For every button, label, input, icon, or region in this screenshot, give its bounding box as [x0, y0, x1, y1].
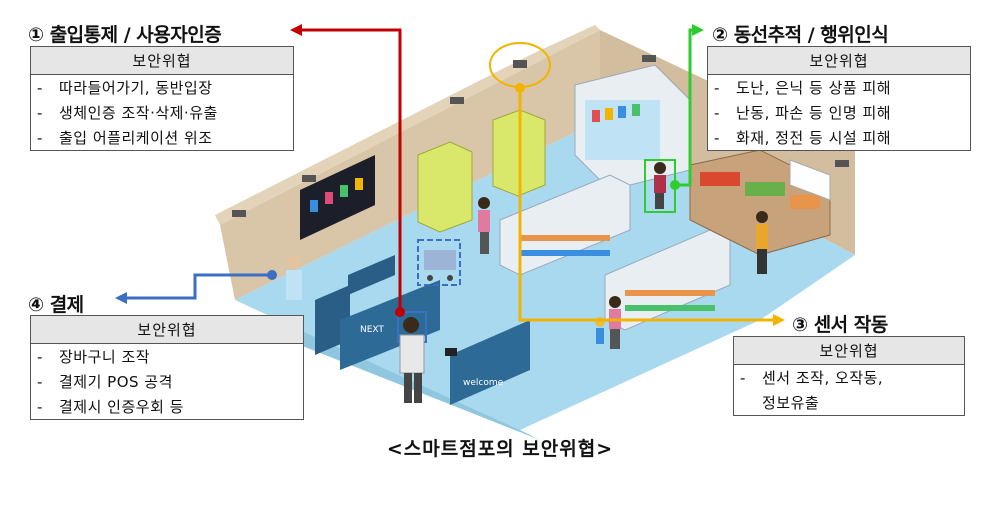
wall-screen	[300, 155, 375, 240]
arrow-payment	[125, 273, 272, 300]
camera-icon	[513, 60, 527, 68]
produce	[790, 195, 820, 209]
payment-gate	[340, 280, 440, 370]
wall-sign	[789, 159, 831, 201]
threat-item: -결제기 POS 공격	[37, 373, 173, 391]
person-shopper	[478, 197, 490, 254]
display-tower	[417, 141, 473, 233]
threat-item: -장바구니 조작	[37, 348, 151, 366]
arrow-head	[692, 24, 704, 36]
camera-icon	[450, 97, 464, 104]
shopping-cart-icon	[417, 239, 461, 286]
threat-item: -출입 어플리케이션 위조	[37, 129, 213, 147]
threat-item: -화재, 정전 등 시설 피해	[714, 129, 892, 147]
shelf-products	[520, 235, 715, 311]
threat-item: -난동, 파손 등 인명 피해	[714, 104, 892, 122]
threat-item: 정보유출	[762, 394, 820, 412]
threat-box-title: 보안위협	[31, 316, 303, 344]
threat-item: -생체인증 조작·삭제·유출	[37, 104, 218, 122]
threat-item: -센서 조작, 오작동,	[740, 369, 884, 387]
arrow-origin	[515, 83, 525, 93]
figure-caption: <스마트점포의 보안위협>	[386, 438, 614, 460]
produce	[700, 172, 740, 186]
screen-product	[310, 200, 318, 212]
gate-label: NEXT	[360, 325, 384, 335]
person-paying	[397, 311, 457, 403]
produce	[745, 182, 785, 196]
threat-box-sensor: 보안위협 -센서 조작, 오작동, 정보유출	[733, 336, 965, 416]
arrow-origin	[395, 307, 405, 317]
threat-item: -따라들어가기, 동반입장	[37, 79, 213, 97]
arrow-access-control	[297, 28, 402, 312]
product	[605, 108, 613, 120]
camera-icon	[835, 160, 849, 167]
screen-product	[340, 185, 348, 197]
phone-icon	[445, 348, 457, 356]
product	[592, 110, 600, 122]
threat-box-tracking: 보안위협 -도난, 은닉 등 상품 피해 -난동, 파손 등 인명 피해 -화재…	[707, 46, 971, 151]
threat-heading-payment: ④ 결제	[28, 294, 84, 316]
threat-box-access: 보안위협 -따라들어가기, 동반입장 -생체인증 조작·삭제·유출 -출입 어플…	[30, 46, 294, 151]
threat-heading-access: ① 출입통제 / 사용자인증	[28, 24, 222, 46]
arrow-sensor	[518, 88, 775, 322]
threat-box-title: 보안위협	[708, 47, 970, 75]
screen-product	[355, 178, 363, 190]
person-cashier	[286, 255, 302, 300]
arrow-origin	[670, 180, 680, 190]
camera-icon	[302, 175, 316, 182]
threat-item: -결제시 인증우회 등	[37, 398, 184, 416]
threat-heading-tracking: ② 동선추적 / 행위인식	[712, 24, 889, 46]
product	[632, 104, 640, 116]
arrow-origin	[267, 270, 277, 280]
camera-icon	[642, 55, 656, 62]
threat-box-payment: 보안위협 -장바구니 조작 -결제기 POS 공격 -결제시 인증우회 등	[30, 315, 304, 420]
screen-product	[325, 192, 333, 204]
arrow-head	[290, 24, 302, 36]
entry-gate-top	[348, 255, 395, 295]
arrow-head	[773, 314, 785, 326]
threat-box-title: 보안위협	[31, 47, 293, 75]
camera-icon	[232, 210, 246, 217]
product	[618, 106, 626, 118]
threat-item: -도난, 은닉 등 상품 피해	[714, 79, 892, 97]
gate-label: welcome	[463, 378, 504, 388]
exit-gate	[450, 320, 530, 405]
arrow-head	[115, 292, 127, 304]
threat-box-title: 보안위협	[734, 337, 964, 365]
threat-heading-sensor: ③ 센서 작동	[792, 314, 888, 336]
person-staff	[756, 211, 768, 274]
